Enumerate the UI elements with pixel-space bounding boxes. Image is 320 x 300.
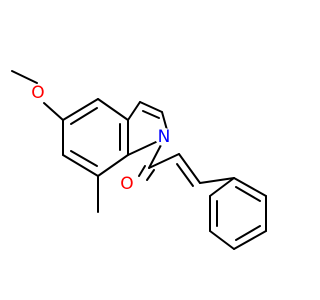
- c6-c7-inner-bond: [70, 150, 98, 167]
- methyl-o-bond: [11, 70, 38, 84]
- phenyl-bond-3-inner: [235, 225, 261, 241]
- structure-canvas: O N O: [11, 70, 267, 250]
- carbonyl-double-bond-b: [146, 169, 155, 181]
- phenyl-bond-4: [209, 230, 235, 250]
- c6-c7-bond: [62, 154, 99, 177]
- alkene-inner-bond: [176, 163, 194, 187]
- indole-nitrogen-label: N: [158, 127, 171, 147]
- c3a-c3-bond: [127, 101, 141, 121]
- atom-labels: O N O: [29, 83, 173, 194]
- c7-c7a-bond: [97, 154, 129, 177]
- phenyl-bond-1: [233, 177, 267, 197]
- phenyl-bond-1-inner: [235, 186, 261, 202]
- carbonyl-oxygen-label: O: [120, 174, 133, 194]
- carbonyl-alpha-bond: [148, 153, 180, 169]
- c3-c2-inner-bond: [142, 110, 160, 119]
- alkene-bond: [178, 153, 201, 184]
- phenyl-bond-6: [209, 177, 235, 197]
- vinyl-phenyl-bond: [199, 177, 235, 184]
- bonds: [11, 70, 267, 250]
- carbonyl-double-bond-a: [138, 165, 146, 177]
- c5-c4-bond: [62, 98, 99, 121]
- chemical-structure: O N O: [11, 70, 267, 250]
- n1-c7a-bond: [127, 141, 157, 156]
- c2-n1-bond: [161, 111, 168, 131]
- methoxy-oxygen-label: O: [31, 83, 44, 103]
- c3-c2-bond: [139, 101, 163, 113]
- o-aryl-bond: [43, 102, 64, 121]
- c3a-c4-bond: [97, 98, 129, 121]
- c5-c4-inner-bond: [70, 107, 98, 125]
- phenyl-bond-3: [233, 230, 267, 250]
- n1-carbonyl-bond: [148, 144, 162, 169]
